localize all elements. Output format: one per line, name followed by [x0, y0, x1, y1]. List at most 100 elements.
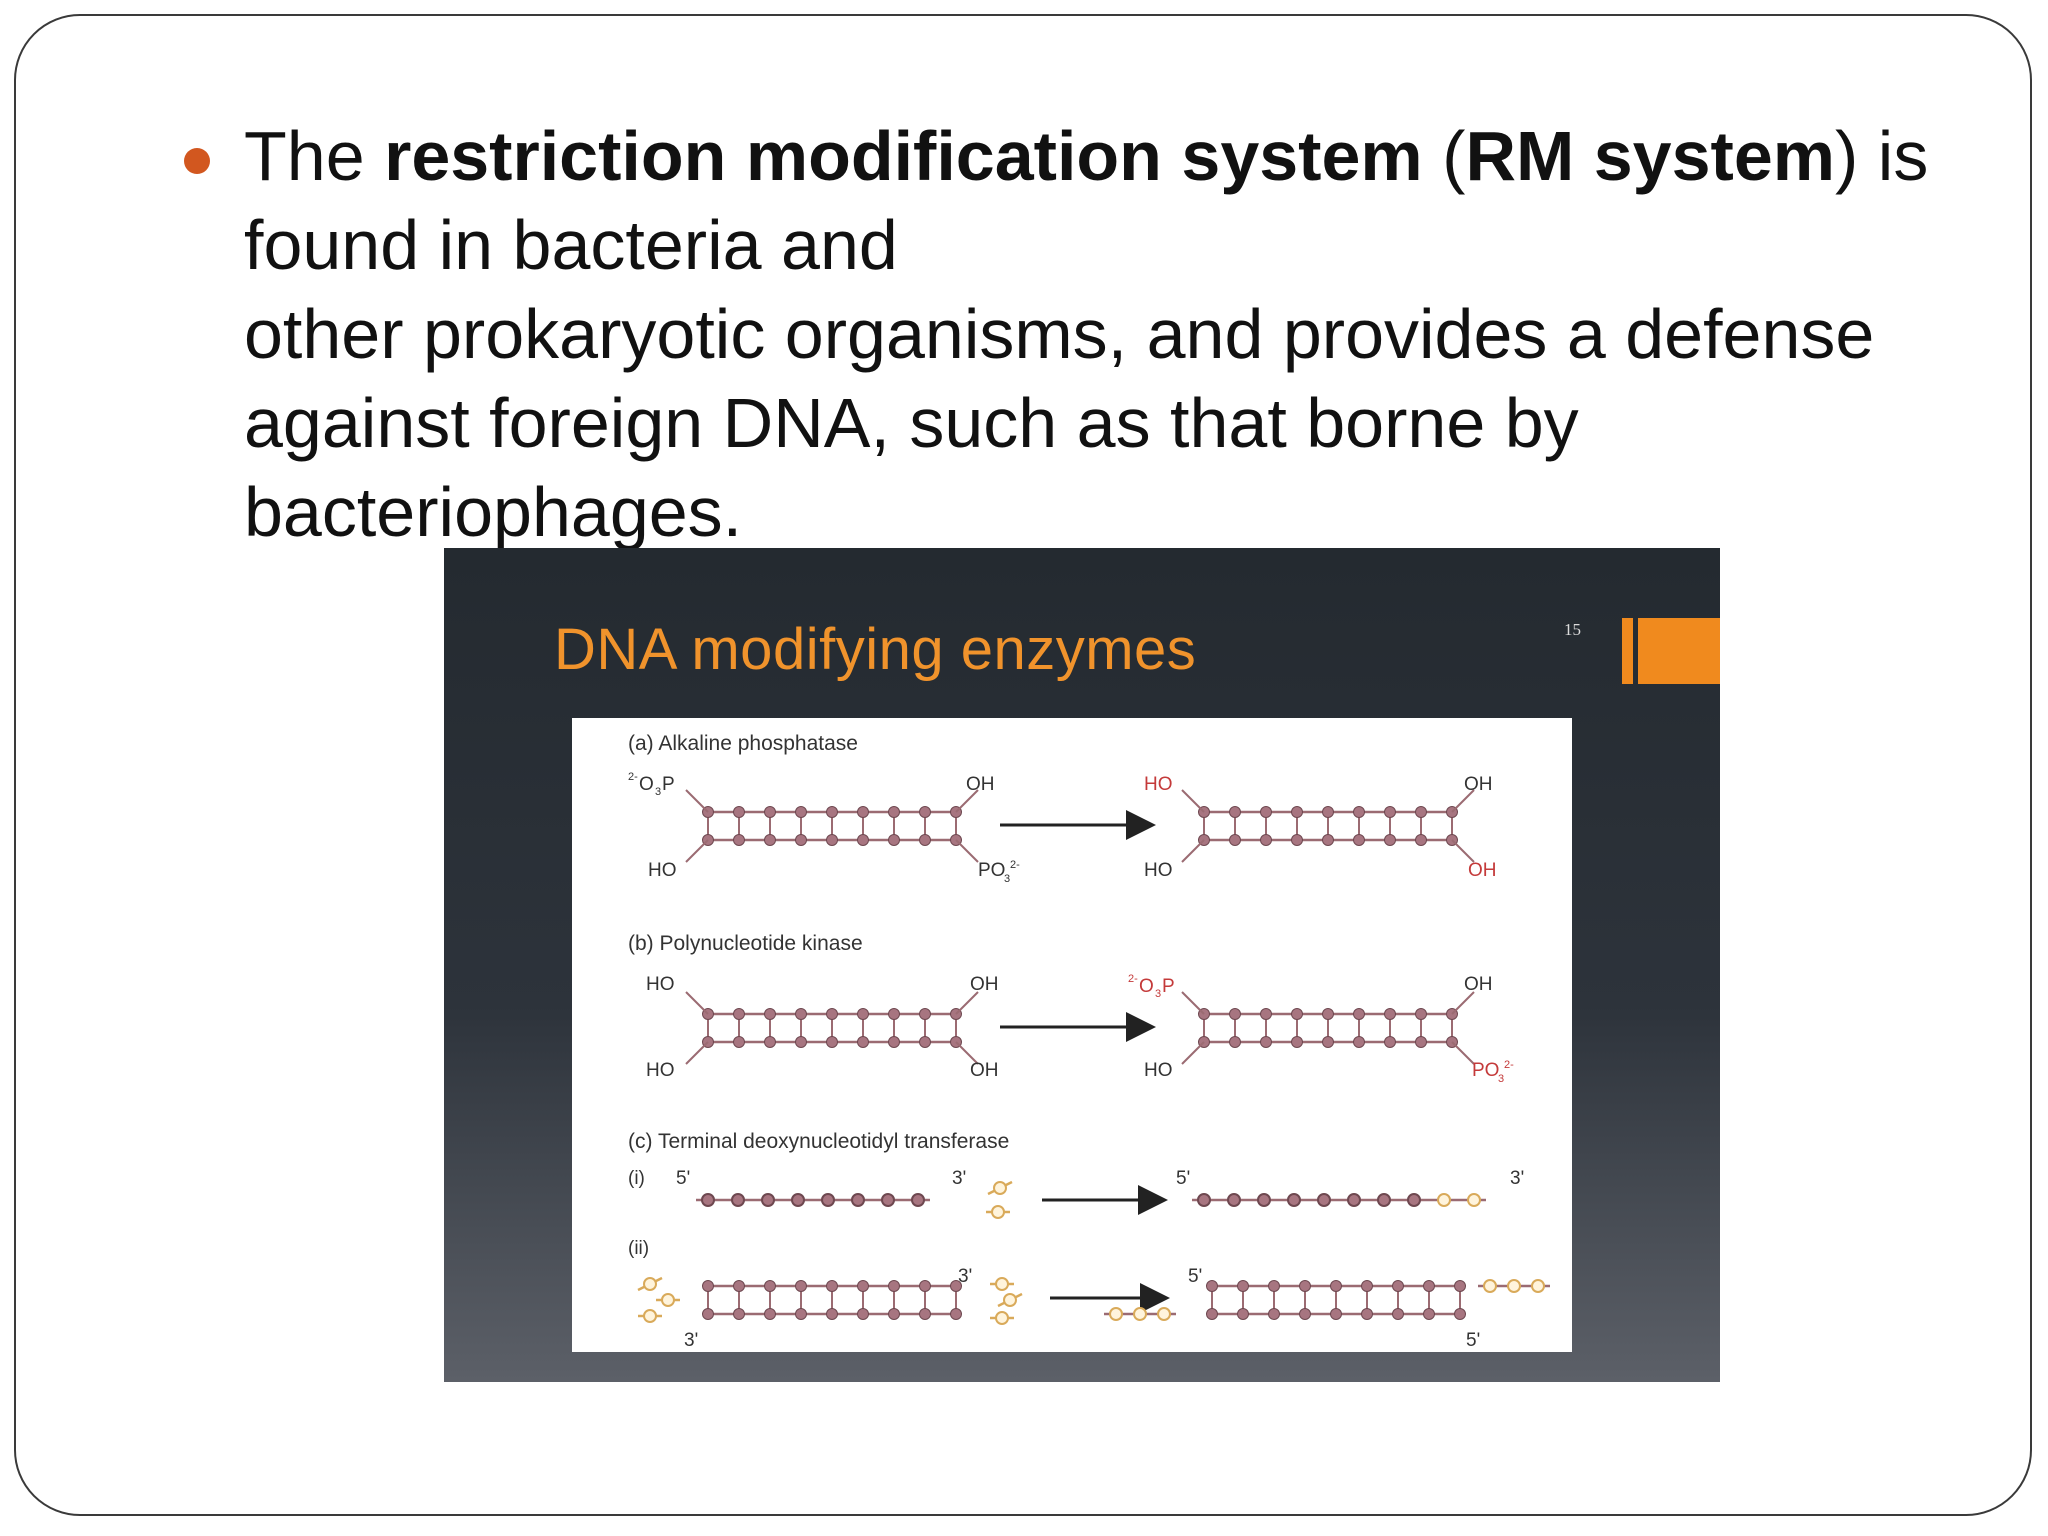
nucleotide — [919, 1036, 931, 1048]
sub-panel-i-label: (i) — [628, 1168, 645, 1189]
five-prime-label: 5' — [676, 1168, 690, 1189]
nucleotide — [795, 834, 807, 846]
free-nucleotide — [993, 1181, 1007, 1195]
nucleotide — [1353, 1036, 1365, 1048]
nucleotide — [1260, 1008, 1272, 1020]
enzyme-diagram: (a) Alkaline phosphatase 2- O 3 P OH HO … — [628, 732, 1550, 1351]
five-prime-label: 5' — [1466, 1330, 1480, 1351]
nucleotide — [1322, 1036, 1334, 1048]
strand-end — [1451, 789, 1475, 813]
panel-c-heading: (c) Terminal deoxynucleotidyl transferas… — [628, 1130, 1009, 1153]
strand-end — [1181, 839, 1205, 863]
free-nucleotide — [991, 1205, 1005, 1219]
added-nucleotide — [1507, 1279, 1521, 1293]
nucleotide — [857, 1036, 869, 1048]
strand-end — [685, 1041, 709, 1065]
nucleotide — [826, 1308, 838, 1320]
nucleotide — [1423, 1308, 1435, 1320]
strand-end — [955, 839, 979, 863]
nucleotide — [857, 1280, 869, 1292]
nucleotide — [1384, 834, 1396, 846]
nucleotide — [1361, 1308, 1373, 1320]
bullet-text: The restriction modification system (RM … — [244, 112, 1944, 557]
nucleotide — [1268, 1308, 1280, 1320]
nucleotide — [764, 1036, 776, 1048]
nucleotide — [826, 834, 838, 846]
nucleotide — [1330, 1280, 1342, 1292]
nucleotide — [1384, 1008, 1396, 1020]
nucleotide — [795, 1280, 807, 1292]
three-prime-label: 3' — [684, 1330, 698, 1351]
nucleotide — [857, 806, 869, 818]
nucleotide — [1291, 806, 1303, 818]
nucleotide — [1206, 1280, 1218, 1292]
nucleotide — [919, 1308, 931, 1320]
figure-accent-bar — [1622, 618, 1633, 684]
figure-diagram-panel: (a) Alkaline phosphatase 2- O 3 P OH HO … — [572, 718, 1572, 1352]
free-nucleotide — [995, 1277, 1009, 1291]
added-nucleotide — [1109, 1307, 1123, 1321]
strand-end — [1451, 839, 1475, 863]
label: OH — [1464, 774, 1493, 795]
nucleotide — [821, 1193, 835, 1207]
nucleotide — [1353, 1008, 1365, 1020]
label-sub-modified: 3 — [1155, 988, 1161, 1000]
nucleotide — [1361, 1280, 1373, 1292]
nucleotide — [1229, 806, 1241, 818]
nucleotide — [733, 1036, 745, 1048]
strand-end — [955, 789, 979, 813]
nucleotide — [1287, 1193, 1301, 1207]
nucleotide — [1260, 1036, 1272, 1048]
label: OH — [970, 974, 999, 995]
nucleotide — [1322, 806, 1334, 818]
dna-duplex-c-ii-left — [702, 1280, 962, 1320]
dna-duplex-b-left — [685, 991, 979, 1065]
three-prime-label: 3' — [952, 1168, 966, 1189]
nucleotide — [733, 1280, 745, 1292]
free-nucleotide — [643, 1277, 657, 1291]
bullet-text-part: The — [244, 117, 385, 195]
nucleotide — [911, 1193, 925, 1207]
nucleotide — [1353, 834, 1365, 846]
nucleotide — [1322, 834, 1334, 846]
nucleotide — [1392, 1280, 1404, 1292]
label: HO — [1144, 860, 1173, 881]
nucleotide — [764, 806, 776, 818]
nucleotide — [1227, 1193, 1241, 1207]
nucleotide — [919, 806, 931, 818]
figure-title: DNA modifying enzymes — [554, 617, 1197, 682]
nucleotide — [1415, 1008, 1427, 1020]
ssdna-c-i-right — [1192, 1193, 1486, 1207]
added-nucleotide — [1467, 1193, 1481, 1207]
nucleotide — [1384, 1036, 1396, 1048]
strand-end — [1181, 991, 1205, 1015]
three-prime-label: 3' — [1510, 1168, 1524, 1189]
nucleotide — [1197, 1193, 1211, 1207]
bullet-text-part: ( — [1422, 117, 1466, 195]
nucleotide — [791, 1193, 805, 1207]
label: OH — [1464, 974, 1493, 995]
label-sub: 3 — [1004, 873, 1010, 885]
dna-duplex-b-right — [1181, 991, 1475, 1065]
nucleotide — [1415, 1036, 1427, 1048]
nucleotide — [851, 1193, 865, 1207]
nucleotide — [1454, 1280, 1466, 1292]
label: PO — [978, 860, 1005, 881]
nucleotide — [1407, 1193, 1421, 1207]
nucleotide — [764, 834, 776, 846]
label-sup-modified: 2- — [1504, 1059, 1514, 1071]
nucleotide — [1229, 1008, 1241, 1020]
label: OH — [970, 1060, 999, 1081]
nucleotide — [1268, 1280, 1280, 1292]
nucleotide — [1330, 1308, 1342, 1320]
strand-end — [955, 991, 979, 1015]
nucleotide — [795, 806, 807, 818]
label-sup-modified: 2- — [1128, 973, 1138, 985]
added-nucleotide — [1133, 1307, 1147, 1321]
nucleotide — [1291, 1036, 1303, 1048]
nucleotide — [950, 1280, 962, 1292]
nucleotide — [919, 834, 931, 846]
nucleotide — [881, 1193, 895, 1207]
added-nucleotide — [1483, 1279, 1497, 1293]
nucleotide — [1347, 1193, 1361, 1207]
